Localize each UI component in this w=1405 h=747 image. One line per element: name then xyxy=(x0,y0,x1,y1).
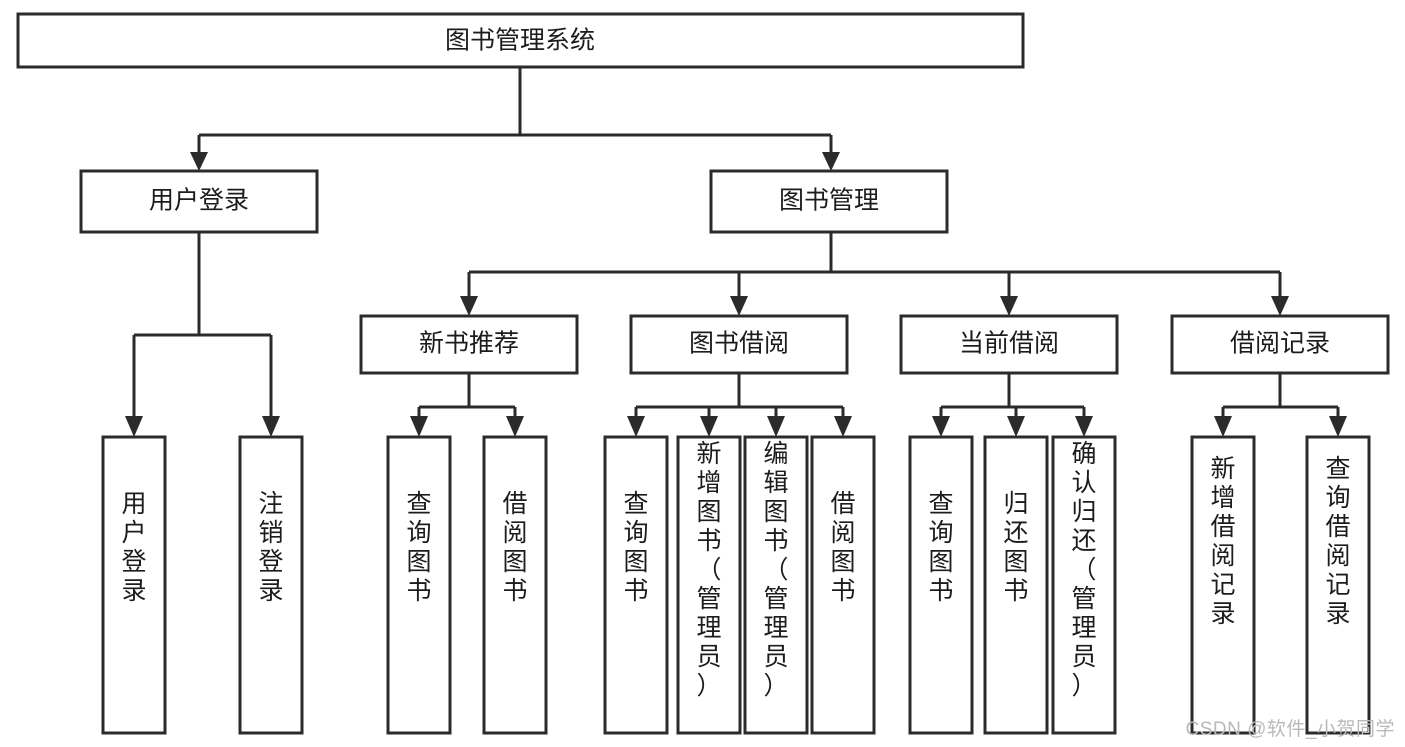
node-leaf-user-login-label: 用户登录 xyxy=(121,490,146,605)
node-book-borrow-box[interactable] xyxy=(629,314,849,375)
arrowhead-leaf-add-book xyxy=(700,416,718,437)
node-leaf-user-login-box[interactable] xyxy=(101,435,167,735)
node-leaf-add-record-box[interactable] xyxy=(1190,435,1256,735)
arrowhead-leaf-query-record xyxy=(1329,416,1347,437)
node-leaf-query-book-rec-box[interactable] xyxy=(386,435,452,735)
arrowhead-leaf-query-book-cb xyxy=(932,416,950,437)
node-leaf-query-record[interactable]: 查询借阅记录 xyxy=(1305,435,1371,735)
node-borrow-record-box[interactable] xyxy=(1170,314,1390,375)
node-root-box[interactable] xyxy=(16,12,1025,69)
node-new-book-rec[interactable]: 新书推荐 xyxy=(359,314,579,375)
node-leaf-borrow-book-rec[interactable]: 借阅图书 xyxy=(482,435,548,735)
node-book-manage-box[interactable] xyxy=(709,169,949,234)
node-leaf-query-record-label: 查询借阅记录 xyxy=(1325,455,1350,628)
node-borrow-record-label: 借阅记录 xyxy=(1230,330,1330,358)
node-leaf-add-book-label: 新增图书（管理员） xyxy=(696,440,721,700)
node-book-manage-label: 图书管理 xyxy=(779,187,879,215)
node-leaf-query-book-rec[interactable]: 查询图书 xyxy=(386,435,452,735)
node-leaf-confirm-return-label: 确认归还（管理员） xyxy=(1071,440,1096,700)
node-book-manage[interactable]: 图书管理 xyxy=(709,169,949,234)
node-leaf-borrow-book-rec-box[interactable] xyxy=(482,435,548,735)
arrowhead-leaf-query-book-bb xyxy=(627,416,645,437)
arrowhead-borrow-record xyxy=(1271,296,1289,316)
node-leaf-logout[interactable]: 注销登录 xyxy=(238,435,304,735)
node-current-borrow[interactable]: 当前借阅 xyxy=(899,314,1119,375)
node-leaf-add-record-label: 新增借阅记录 xyxy=(1210,455,1235,628)
node-leaf-edit-book[interactable]: 编辑图书（管理员） xyxy=(743,435,809,735)
node-leaf-borrow-book-bb[interactable]: 借阅图书 xyxy=(810,435,876,735)
node-leaf-query-book-cb-label: 查询图书 xyxy=(928,490,953,605)
node-leaf-return-book[interactable]: 归还图书 xyxy=(983,435,1049,735)
node-leaf-edit-book-label: 编辑图书（管理员） xyxy=(763,440,788,700)
node-user-login-label: 用户登录 xyxy=(149,187,249,215)
node-leaf-user-login[interactable]: 用户登录 xyxy=(101,435,167,735)
node-leaf-query-book-rec-label: 查询图书 xyxy=(406,490,431,605)
arrowhead-leaf-return-book xyxy=(1007,416,1025,437)
node-leaf-edit-book-box[interactable] xyxy=(743,435,809,735)
node-leaf-confirm-return[interactable]: 确认归还（管理员） xyxy=(1051,435,1117,735)
node-leaf-add-book-box[interactable] xyxy=(676,435,742,735)
arrowhead-current-borrow xyxy=(1000,296,1018,316)
node-leaf-return-book-label: 归还图书 xyxy=(1003,490,1028,605)
node-new-book-rec-label: 新书推荐 xyxy=(419,330,519,358)
node-leaf-add-book[interactable]: 新增图书（管理员） xyxy=(676,435,742,735)
arrowhead-leaf-user-login xyxy=(125,416,143,437)
arrowhead-leaf-logout xyxy=(262,416,280,437)
node-leaf-query-book-bb-label: 查询图书 xyxy=(623,490,648,605)
arrowhead-book-borrow xyxy=(730,296,748,316)
arrowhead-leaf-edit-book xyxy=(767,416,785,437)
node-leaf-return-book-box[interactable] xyxy=(983,435,1049,735)
node-book-borrow-label: 图书借阅 xyxy=(689,330,789,358)
node-current-borrow-label: 当前借阅 xyxy=(959,330,1059,358)
node-current-borrow-box[interactable] xyxy=(899,314,1119,375)
node-leaf-add-record[interactable]: 新增借阅记录 xyxy=(1190,435,1256,735)
node-leaf-borrow-book-bb-box[interactable] xyxy=(810,435,876,735)
node-root[interactable]: 图书管理系统 xyxy=(16,12,1025,69)
node-leaf-query-book-bb[interactable]: 查询图书 xyxy=(603,435,669,735)
edge-layer xyxy=(125,67,1347,437)
node-leaf-query-book-cb-box[interactable] xyxy=(908,435,974,735)
node-leaf-query-record-box[interactable] xyxy=(1305,435,1371,735)
node-leaf-query-book-cb[interactable]: 查询图书 xyxy=(908,435,974,735)
node-leaf-logout-label: 注销登录 xyxy=(258,490,283,605)
node-borrow-record[interactable]: 借阅记录 xyxy=(1170,314,1390,375)
node-leaf-borrow-book-bb-label: 借阅图书 xyxy=(830,490,855,605)
node-user-login-box[interactable] xyxy=(79,169,319,234)
node-leaf-logout-box[interactable] xyxy=(238,435,304,735)
arrowhead-leaf-borrow-book-bb xyxy=(834,416,852,437)
arrowhead-new-book-rec xyxy=(460,296,478,316)
node-book-borrow[interactable]: 图书借阅 xyxy=(629,314,849,375)
arrowhead-leaf-borrow-book-rec xyxy=(506,416,524,437)
node-leaf-query-book-bb-box[interactable] xyxy=(603,435,669,735)
node-leaf-borrow-book-rec-label: 借阅图书 xyxy=(502,490,527,605)
node-user-login[interactable]: 用户登录 xyxy=(79,169,319,234)
arrowhead-leaf-query-book-rec xyxy=(410,416,428,437)
node-leaf-confirm-return-box[interactable] xyxy=(1051,435,1117,735)
arrowhead-book-manage xyxy=(822,152,840,171)
arrowhead-leaf-add-record xyxy=(1214,416,1232,437)
node-new-book-rec-box[interactable] xyxy=(359,314,579,375)
node-root-label: 图书管理系统 xyxy=(445,27,595,55)
arrowhead-user-login xyxy=(190,152,208,171)
arrowhead-leaf-confirm-return xyxy=(1075,416,1093,437)
csdn-watermark: CSDN @软件_小贺同学 xyxy=(1185,719,1395,740)
